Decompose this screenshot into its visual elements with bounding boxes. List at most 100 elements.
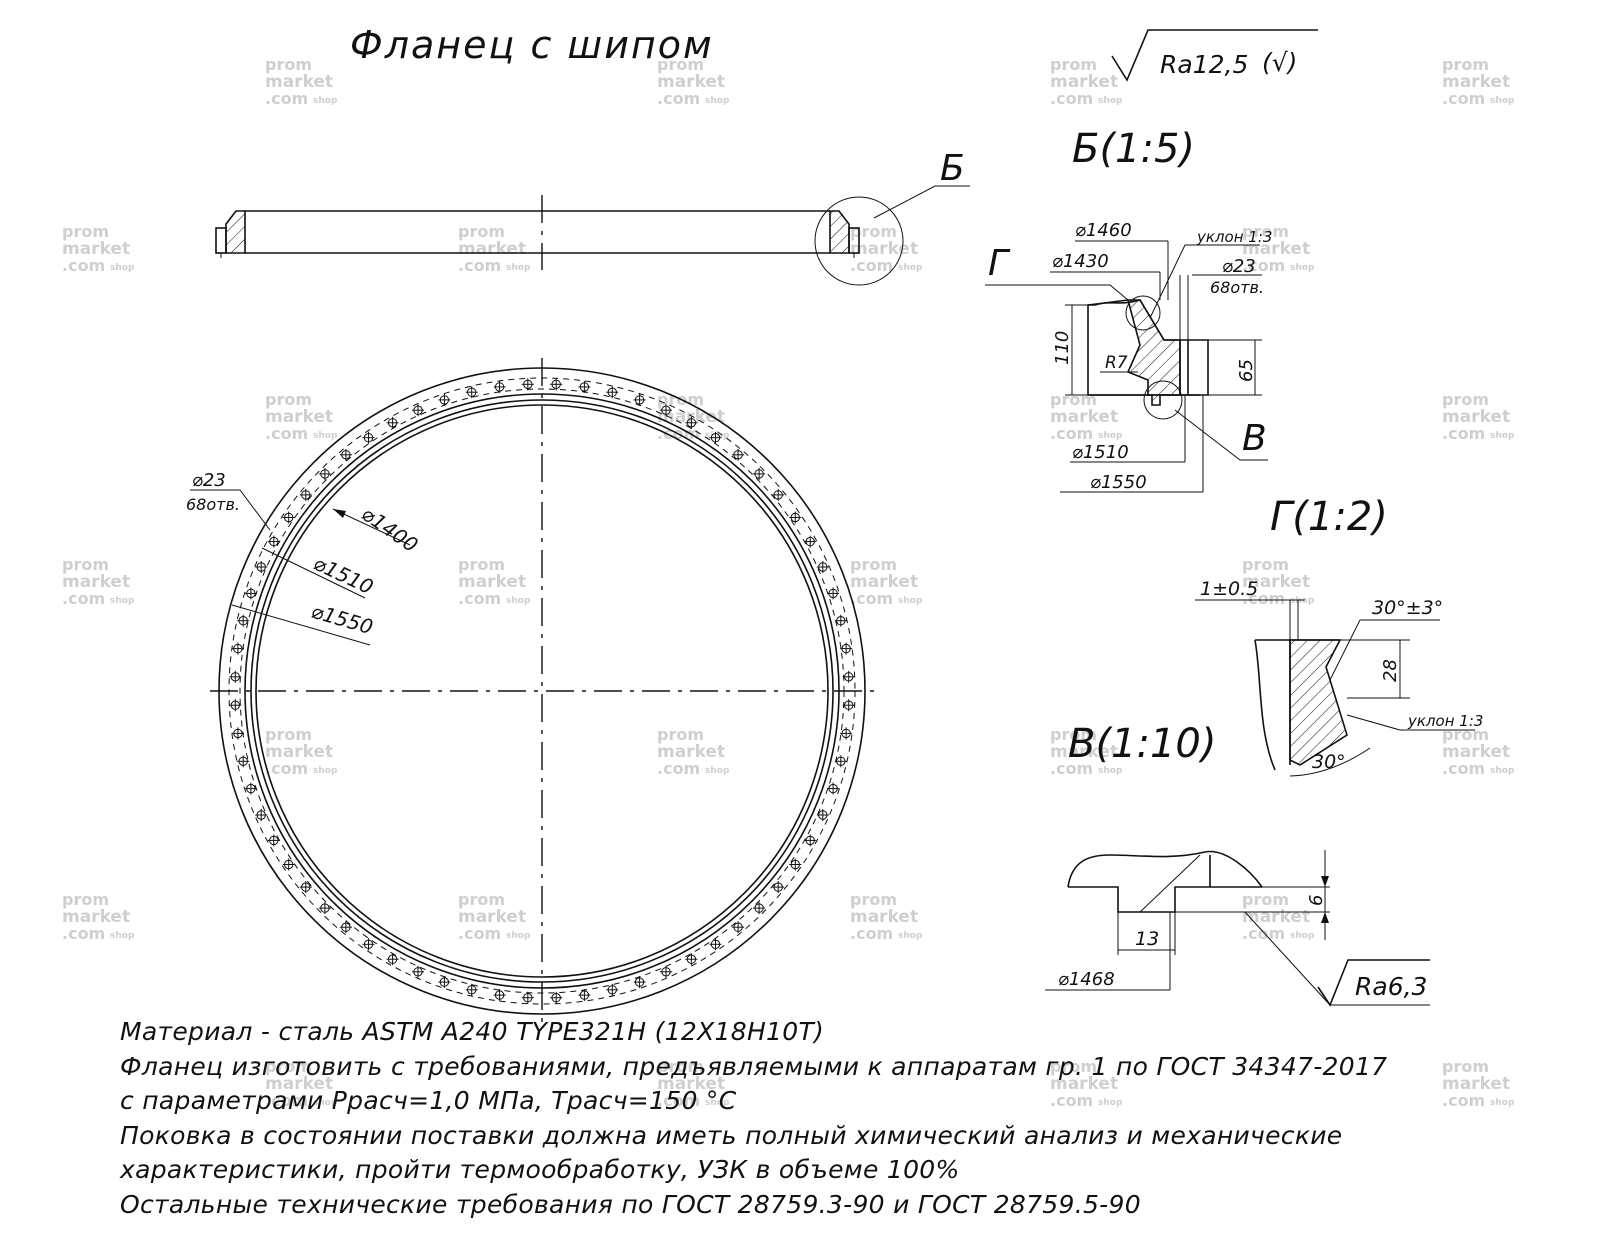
- watermark-text: prom: [1050, 725, 1097, 744]
- watermark-text: .com: [62, 589, 105, 608]
- watermark-text: prom: [458, 222, 505, 241]
- detail-b-radius: R7: [1105, 353, 1128, 373]
- watermark-text: prom: [265, 725, 312, 744]
- watermark-text: market: [850, 572, 918, 592]
- watermark-text: .com: [1050, 89, 1093, 108]
- watermark-text: .com: [458, 589, 501, 608]
- watermark-text: .com: [458, 924, 501, 943]
- watermark-text: market: [458, 239, 526, 259]
- detail-b-ref-g: Г: [988, 243, 1011, 284]
- watermark-text: prom: [62, 222, 109, 241]
- watermark-text: prom: [657, 725, 704, 744]
- watermark-text: .com: [657, 89, 700, 108]
- watermark-text: prom: [1442, 1057, 1489, 1076]
- note-forging: Поковка в состоянии поставки должна имет…: [120, 1120, 1343, 1150]
- note-other-standards: Остальные технические требования по ГОСТ…: [120, 1189, 1141, 1219]
- watermark-text: market: [1050, 407, 1118, 427]
- watermark-text: .com: [1442, 424, 1485, 443]
- watermark-text: .com: [850, 256, 893, 275]
- detail-b-slope: уклон 1:3: [1196, 228, 1272, 246]
- watermark-tag: shop: [1290, 931, 1315, 941]
- watermark-text: market: [1050, 1074, 1118, 1094]
- watermark-text: .com: [850, 589, 893, 608]
- watermark-text: market: [657, 72, 725, 92]
- watermark-tag: shop: [1490, 431, 1515, 441]
- watermark-text: market: [1442, 742, 1510, 762]
- watermark-text: prom: [657, 55, 704, 74]
- watermark-tag: shop: [1098, 766, 1123, 776]
- watermark-text: market: [458, 907, 526, 927]
- detail-g-tolerance: 1±0.5: [1200, 578, 1258, 600]
- watermark-tag: shop: [506, 263, 531, 273]
- watermark-text: .com: [1050, 759, 1093, 778]
- watermark-text: market: [62, 572, 130, 592]
- roughness-local-value: Ra6,3: [1355, 972, 1427, 1001]
- watermark-tag: shop: [1490, 1098, 1515, 1108]
- watermark-tag: shop: [705, 1098, 730, 1108]
- detail-b-ref-v: В: [1242, 418, 1267, 459]
- watermark-tag: shop: [313, 431, 338, 441]
- watermark-text: prom: [850, 555, 897, 574]
- detail-b-d1460: ⌀1460: [1075, 220, 1132, 241]
- technical-notes: Материал - сталь ASTM A240 TYPE321H (12Х…: [120, 1015, 1520, 1222]
- watermark-tag: shop: [898, 596, 923, 606]
- watermark-text: prom: [1442, 390, 1489, 409]
- watermark-text: market: [1442, 1074, 1510, 1094]
- detail-b-d1550: ⌀1550: [1090, 472, 1147, 493]
- detail-v: В(1:10) 6 13 ⌀1468 Ra6,3: [1045, 721, 1430, 1007]
- watermark-text: .com: [265, 89, 308, 108]
- detail-b-hole-diameter: ⌀23: [1222, 256, 1256, 277]
- watermark-text: prom: [265, 55, 312, 74]
- watermark-text: .com: [1242, 924, 1285, 943]
- watermark-text: prom: [265, 390, 312, 409]
- note-requirements: Фланец изготовить с требованиями, предъя…: [120, 1051, 1388, 1081]
- plan-inner-diameter: ⌀1400: [357, 501, 422, 557]
- detail-b-heading: Б(1:5): [1072, 126, 1195, 172]
- detail-b-height-110: 110: [1052, 331, 1073, 365]
- watermark-text: market: [1050, 72, 1118, 92]
- watermark-text: market: [265, 72, 333, 92]
- watermark-text: .com: [62, 924, 105, 943]
- watermark-text: market: [1442, 407, 1510, 427]
- plan-outer-diameter: ⌀1550: [309, 599, 376, 639]
- watermark-text: prom: [1242, 555, 1289, 574]
- watermark-tag: shop: [1490, 96, 1515, 106]
- watermark-text: .com: [1050, 424, 1093, 443]
- bolt-holes: [229, 378, 855, 1004]
- note-material: Материал - сталь ASTM A240 TYPE321H (12Х…: [120, 1017, 825, 1046]
- bore-circle: [255, 404, 829, 978]
- watermark-tag: shop: [1290, 263, 1315, 273]
- watermark-tag: shop: [110, 596, 135, 606]
- detail-b-hole-count: 68отв.: [1210, 278, 1264, 297]
- watermark-text: market: [850, 907, 918, 927]
- watermark-text: market: [657, 1074, 725, 1094]
- watermark-tag: shop: [110, 931, 135, 941]
- plan-hole-count: 68отв.: [186, 495, 240, 514]
- watermark-text: market: [265, 742, 333, 762]
- watermark-text: market: [1050, 742, 1118, 762]
- detail-v-height-6: 6: [1306, 895, 1327, 906]
- watermark-text: .com: [850, 924, 893, 943]
- watermark-tag: shop: [506, 596, 531, 606]
- detail-b-height-65: 65: [1236, 359, 1257, 382]
- detail-g-slope: уклон 1:3: [1407, 712, 1483, 730]
- note-forging-cont: характеристики, пройти термообработку, У…: [120, 1155, 960, 1184]
- watermark-text: .com: [458, 256, 501, 275]
